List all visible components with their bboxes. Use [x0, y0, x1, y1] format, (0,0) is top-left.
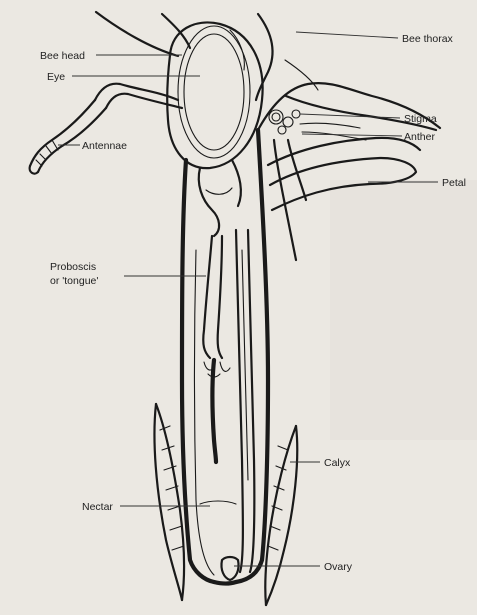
label-bee-thorax: Bee thorax — [402, 33, 454, 45]
label-ovary: Ovary — [324, 561, 353, 573]
label-nectar: Nectar — [82, 501, 113, 513]
label-anther: Anther — [404, 131, 435, 143]
label-bee-head: Bee head — [40, 50, 85, 62]
label-petal: Petal — [442, 177, 466, 189]
paper-shadow — [330, 180, 477, 440]
label-antennae: Antennae — [82, 140, 127, 152]
label-eye: Eye — [47, 71, 65, 83]
label-calyx: Calyx — [324, 457, 351, 469]
label-proboscis-line1: Proboscis — [50, 261, 96, 273]
label-proboscis-line2: or 'tongue' — [50, 275, 98, 287]
label-stigma: Stigma — [404, 113, 437, 125]
